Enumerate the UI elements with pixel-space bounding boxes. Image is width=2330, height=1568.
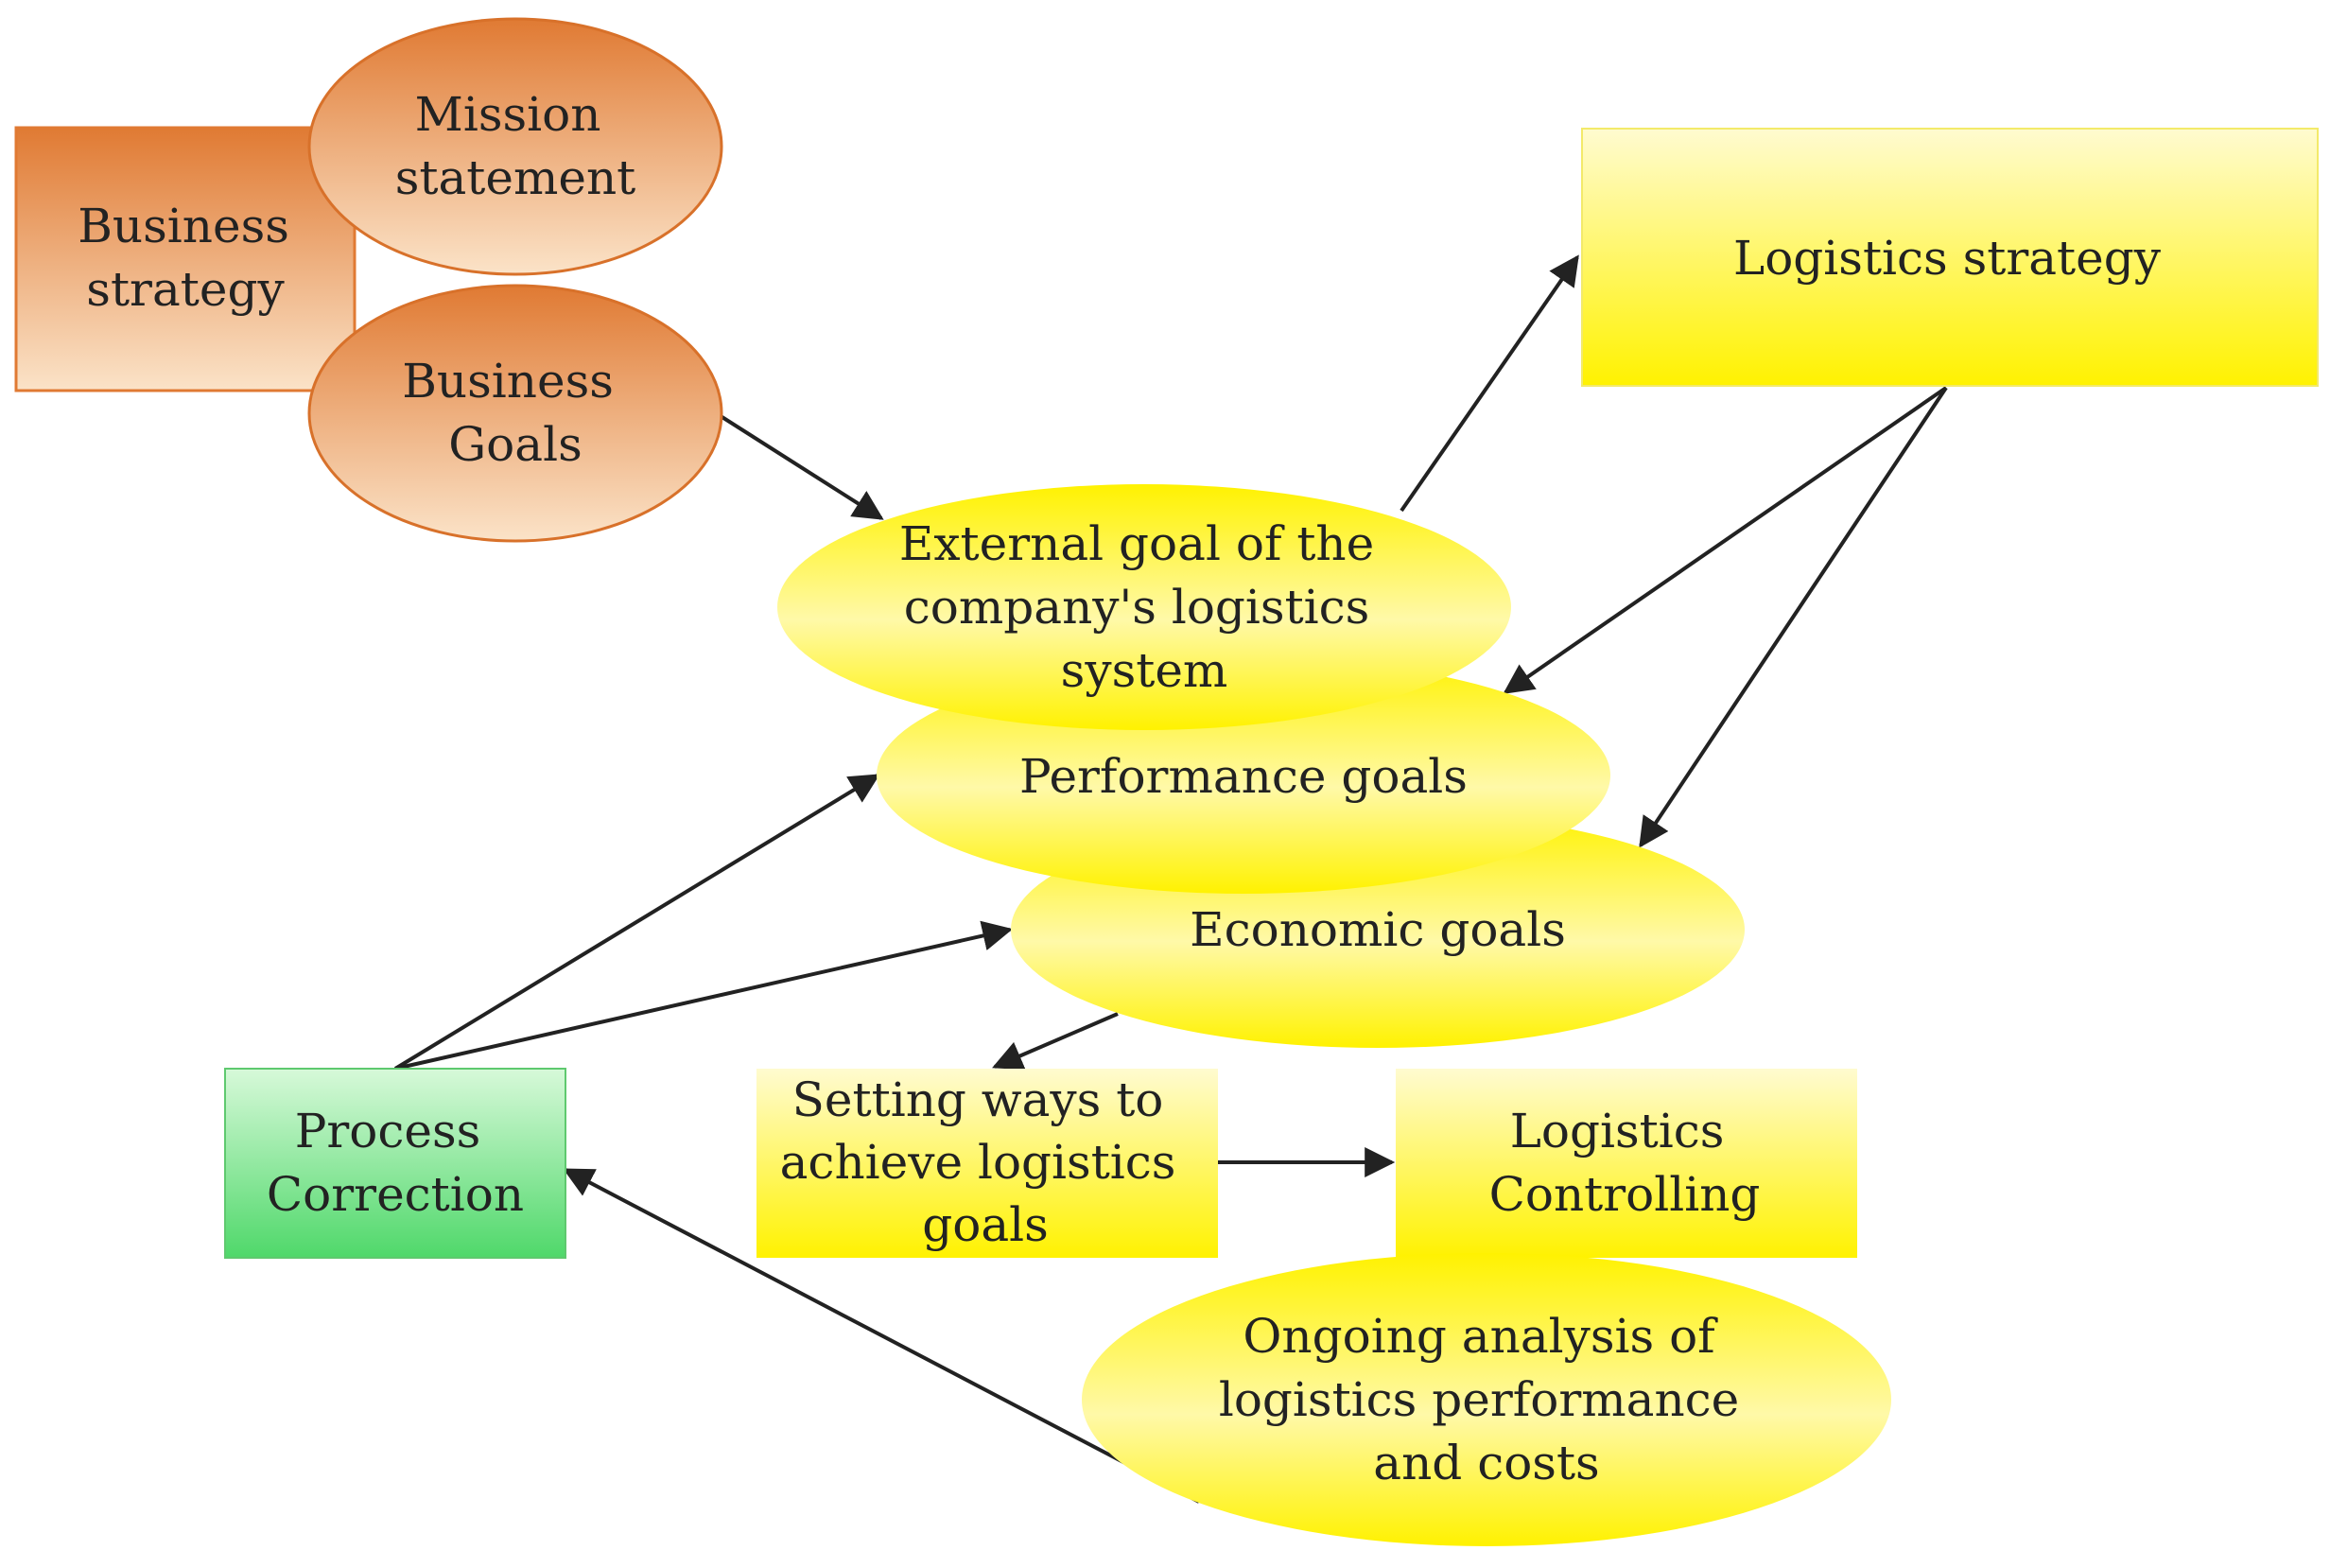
business-strategy-label: Business strategy (78, 199, 304, 317)
arrow-business-goals-to-external-goal (719, 414, 884, 520)
setting-ways-line-2: achieve logistics (780, 1135, 1176, 1190)
external-goal-line-3: system (1061, 643, 1228, 698)
business-strategy-box (14, 126, 356, 392)
external-goal-line-1: External goal of the (899, 516, 1374, 571)
ongoing-analysis-label: Ongoing analysis of logistics performanc… (1219, 1309, 1754, 1490)
arrow-logistics-strategy-to-economic-goals (1639, 386, 1948, 848)
arrow-process-correction-to-economic-goals (394, 920, 1014, 1071)
mission-statement-line-2: statement (395, 150, 636, 205)
logistics-controlling-box (1396, 1069, 1857, 1258)
economic-goals-line-1: Economic goals (1190, 902, 1566, 957)
mission-statement-node: Mission statement (307, 17, 723, 276)
ongoing-analysis-line-3: and costs (1373, 1436, 1599, 1490)
mission-statement-ellipse (307, 17, 723, 276)
arrow-logistics-strategy-to-performance-goals (1503, 386, 1948, 694)
process-correction-node: Process Correction (224, 1068, 566, 1259)
business-goals-line-1: Business (402, 354, 614, 409)
setting-ways-node: Setting ways to achieve logistics goals (756, 1069, 1218, 1258)
performance-goals-line-1: Performance goals (1019, 749, 1468, 804)
logistics-strategy-box (1581, 128, 2319, 387)
external-goal-label: External goal of the company's logistics… (899, 516, 1389, 698)
ongoing-analysis-line-2: logistics performance (1219, 1372, 1739, 1427)
ongoing-analysis-line-1: Ongoing analysis of (1243, 1309, 1718, 1364)
setting-ways-box (756, 1069, 1218, 1258)
logistics-strategy-line-1: Logistics strategy (1733, 231, 2162, 286)
ongoing-analysis-ellipse (1082, 1253, 1891, 1546)
business-goals-ellipse (307, 284, 723, 543)
mission-statement-line-1: Mission (415, 87, 601, 142)
arrow-external-goal-to-logistics-strategy (1400, 254, 1579, 513)
mission-statement-label: Mission statement (395, 87, 636, 205)
arrows (393, 254, 1948, 1504)
process-correction-box (224, 1068, 566, 1259)
business-goals-node: Business Goals (307, 284, 723, 543)
process-correction-line-2: Correction (267, 1167, 524, 1222)
external-goal-line-2: company's logistics (904, 580, 1370, 635)
performance-goals-label: Performance goals (1019, 749, 1468, 804)
process-correction-line-1: Process (295, 1104, 481, 1159)
setting-ways-label: Setting ways to achieve logistics goals (780, 1072, 1191, 1252)
logistics-controlling-node: Logistics Controlling (1396, 1069, 1857, 1258)
business-strategy-line-2: strategy (86, 262, 285, 317)
business-goals-line-2: Goals (448, 417, 582, 472)
economic-goals-label: Economic goals (1190, 902, 1566, 957)
logistics-strategy-node: Logistics strategy (1581, 128, 2319, 387)
business-strategy-node: Business strategy (14, 126, 356, 392)
setting-ways-line-3: goals (922, 1197, 1049, 1252)
external-goal-node: External goal of the company's logistics… (777, 484, 1511, 730)
external-goal-ellipse (777, 484, 1511, 730)
arrow-process-correction-to-performance-goals (393, 774, 880, 1071)
setting-ways-line-1: Setting ways to (792, 1072, 1164, 1127)
logistics-strategy-label: Logistics strategy (1733, 231, 2162, 286)
arrow-ongoing-analysis-to-process-correction (563, 1168, 1200, 1504)
business-goals-label: Business Goals (402, 354, 629, 472)
logistics-controlling-line-1: Logistics (1510, 1104, 1725, 1159)
logistics-controlling-label: Logistics Controlling (1489, 1104, 1761, 1222)
process-correction-label: Process Correction (267, 1104, 524, 1222)
arrow-economic-goals-to-setting-ways (992, 1012, 1119, 1071)
logistics-controlling-line-2: Controlling (1489, 1167, 1761, 1222)
business-strategy-line-1: Business (78, 199, 289, 253)
ongoing-analysis-node: Ongoing analysis of logistics performanc… (1082, 1253, 1891, 1546)
